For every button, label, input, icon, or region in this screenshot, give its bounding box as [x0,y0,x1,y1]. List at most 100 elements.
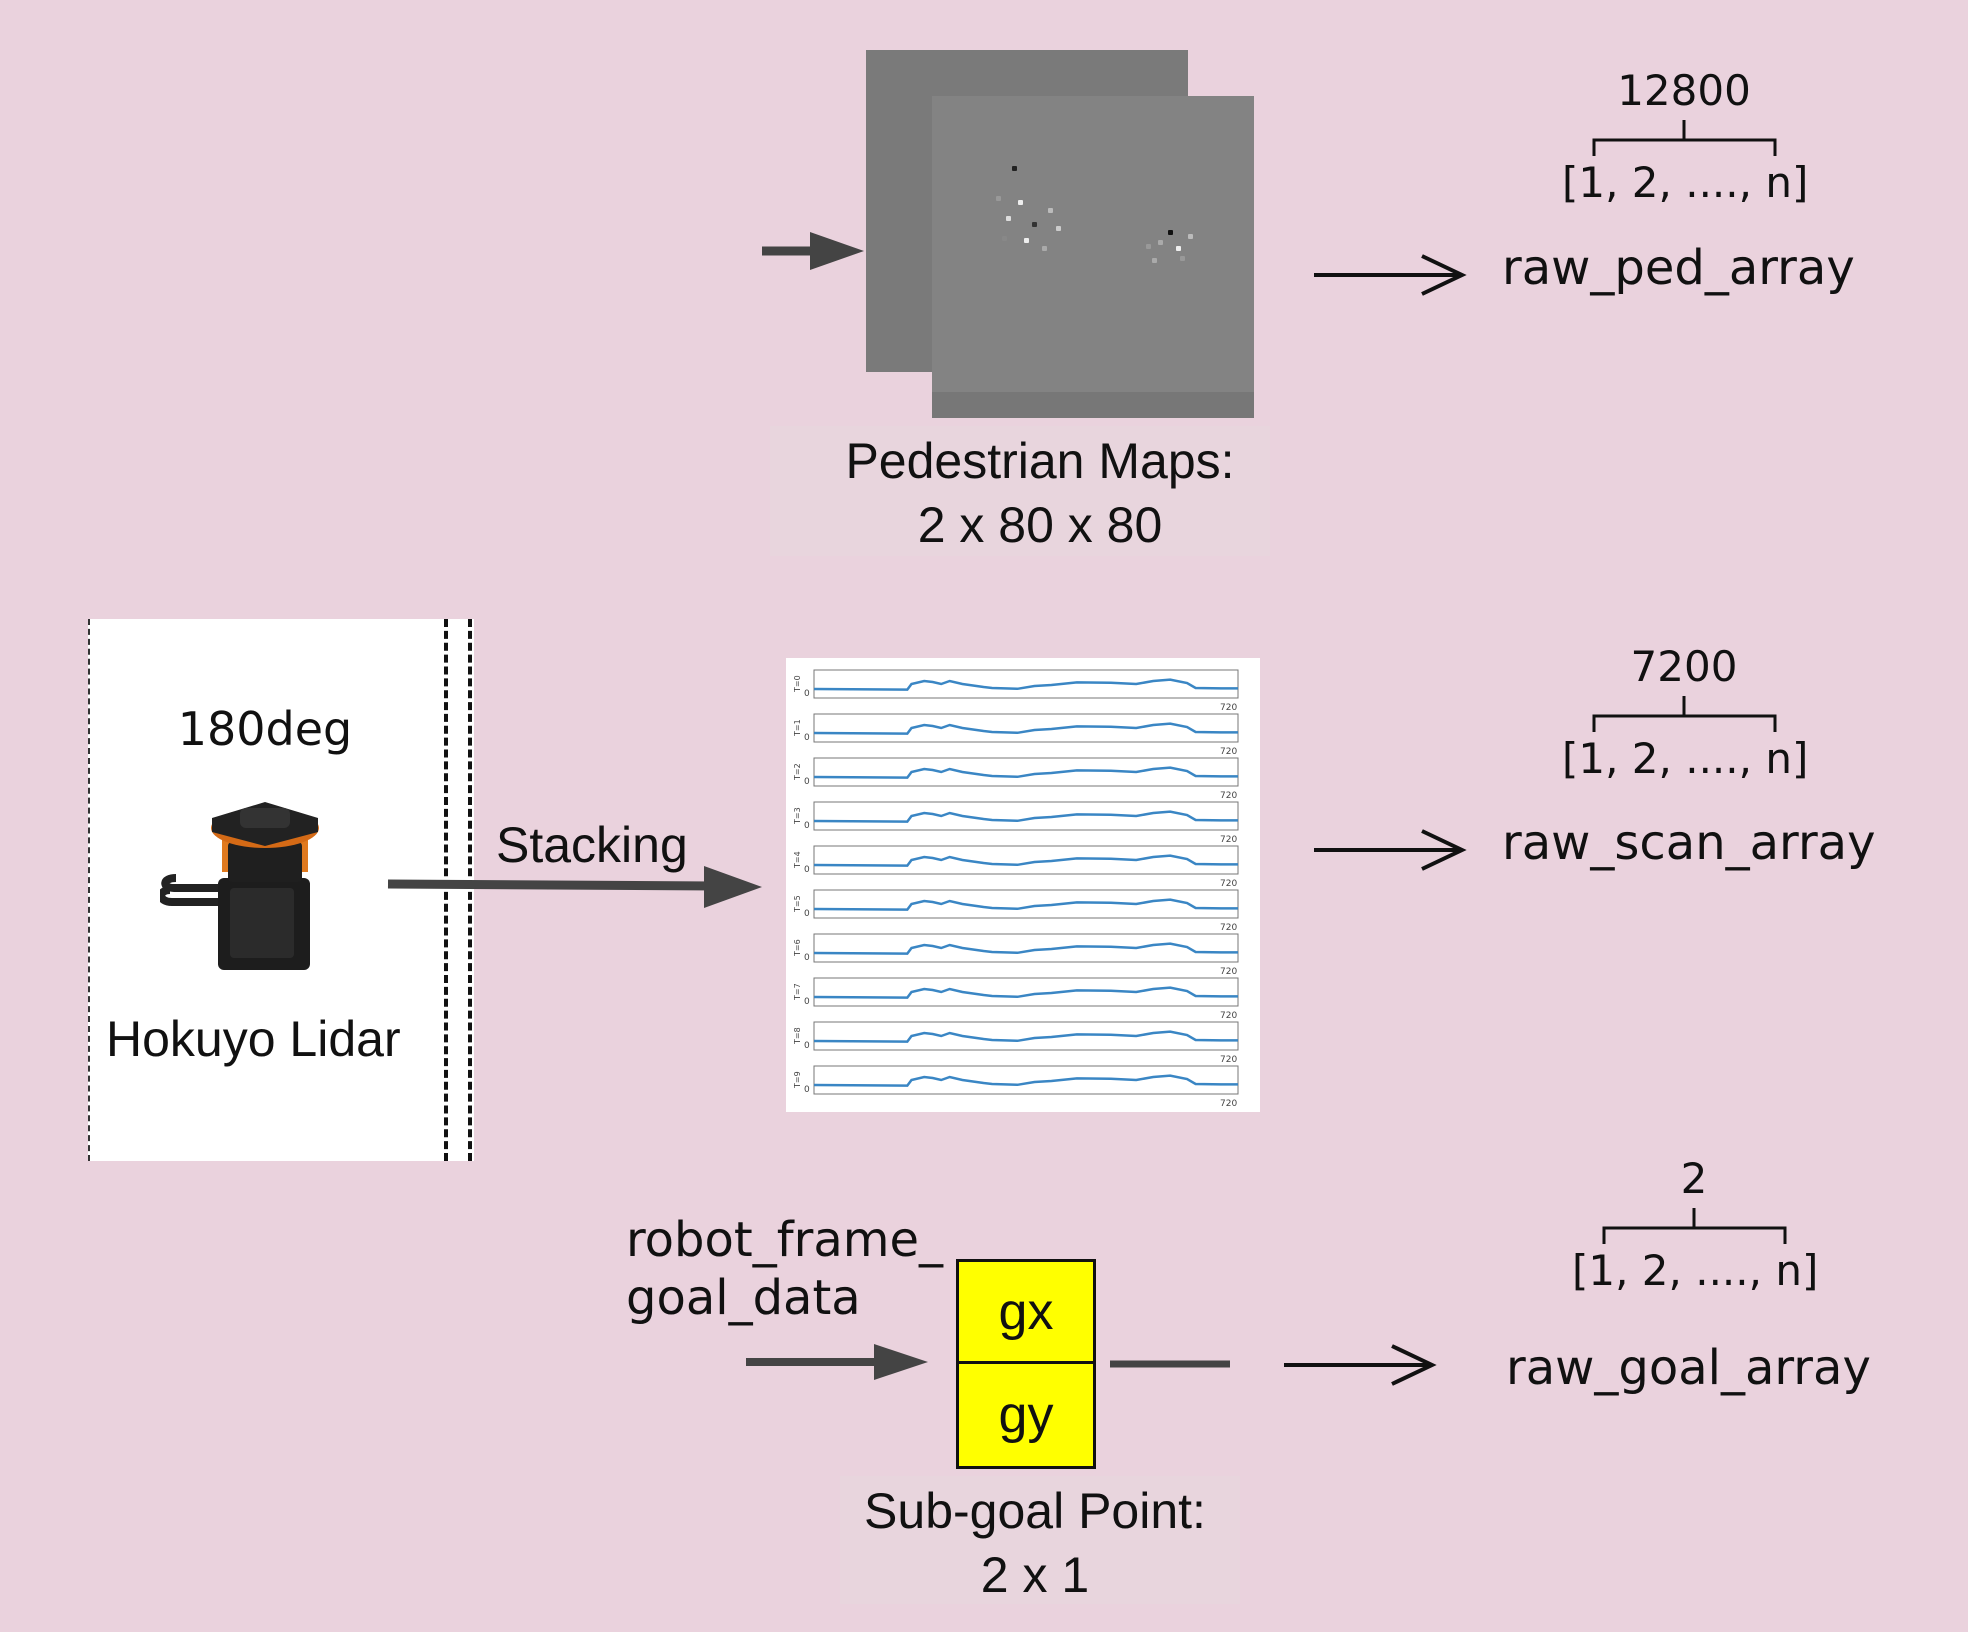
scan-row-label: T=0 [793,675,802,693]
scan-row: T=40 720 [793,845,1239,889]
scan-row-x-end: 720 [1220,1011,1237,1021]
map-speckle [1042,246,1047,251]
lidar-device-image [160,802,319,970]
scan-row-line [813,678,1238,691]
pedestrian-caption-title: Pedestrian Maps: [845,433,1235,489]
scan-row-frame [813,757,1239,787]
scan-row: T=30 720 [793,801,1239,845]
scan-row-x-start: 0 [804,997,810,1007]
scan-row-label: T=6 [793,939,802,957]
map-speckle [1056,226,1061,231]
lidar-angle-label: 180deg [177,702,353,756]
scan-row-x-start: 0 [804,865,810,875]
lidar-panel-border-outer [468,619,472,1161]
scan-row: T=20 720 [793,757,1239,801]
scan-row-label: T=5 [793,895,802,913]
pedestrian-map-front-edge [932,392,1254,418]
scan-range: [1, 2, ...., n] [1562,734,1809,783]
ped-output-arrow [1314,254,1467,296]
scan-row: T=00 720 [793,669,1239,713]
map-speckle [996,196,1001,201]
scan-row-x-start: 0 [804,821,810,831]
stacking-label: Stacking [496,817,688,873]
scan-row-label: T=1 [793,719,802,737]
scan-row-line [813,810,1238,823]
scan-row-x-end: 720 [1220,835,1237,845]
scan-brace [1592,696,1777,732]
scan-row-label: T=7 [793,983,802,1001]
scan-row-line [813,1030,1238,1043]
map-speckle [1188,234,1193,239]
goal-caption-size: 2 x 1 [980,1547,1090,1603]
goal-brace [1602,1208,1787,1244]
goal-range: [1, 2, ...., n] [1572,1246,1819,1295]
scan-row-x-start: 0 [804,777,810,787]
scan-row-line [813,854,1238,867]
map-speckle [1012,166,1017,171]
goal-output-line [1110,1360,1230,1368]
scan-row: T=80 720 [793,1021,1239,1065]
scan-row-frame [813,801,1239,831]
scan-row-label: T=3 [793,807,802,825]
scan-plot: T=00720T=10720T=20720T=30720T=40720T=507… [793,669,1239,1109]
map-speckle [1032,222,1037,227]
map-speckle [1146,244,1151,249]
map-speckle [1018,200,1023,205]
map-speckle [1176,246,1181,251]
sub-goal-box: gx gy [956,1259,1096,1469]
raw-ped-array-label: raw_ped_array [1502,240,1855,296]
goal-cell-gy: gy [998,1386,1054,1444]
map-speckle [1002,236,1007,241]
goal-count: 2 [1680,1154,1708,1203]
goal-input-label-line1: robot_frame_ [626,1212,944,1268]
scan-row-x-end: 720 [1220,967,1237,977]
goal-cell-gx: gx [959,1262,1093,1364]
scan-row-label: T=2 [793,763,802,781]
scan-row-label: T=8 [793,1027,802,1045]
ped-range: [1, 2, ...., n] [1562,158,1809,207]
lidar-panel-border [444,619,448,1161]
goal-output-arrow [1284,1344,1437,1386]
map-speckle [1048,208,1053,213]
ped-count: 12800 [1617,66,1751,115]
map-speckle [1006,216,1011,221]
scan-row-frame [813,933,1239,963]
scan-row-x-start: 0 [804,689,810,699]
map-speckle [1180,256,1185,261]
lidar-device-label: Hokuyo Lidar [106,1011,401,1067]
stacking-arrow [387,866,762,908]
scan-row-line [813,722,1238,735]
scan-row-x-start: 0 [804,1041,810,1051]
scan-row-line [813,942,1238,955]
scan-row-x-end: 720 [1220,1055,1237,1065]
scan-row-line [813,898,1238,911]
goal-caption-bg [840,1476,1240,1604]
raw-goal-array-label: raw_goal_array [1506,1340,1871,1396]
scan-row-label: T=4 [793,851,802,869]
scan-row: T=60 720 [793,933,1239,977]
pedestrian-caption-size: 2 x 80 x 80 [917,497,1163,553]
scan-row-x-end: 720 [1220,791,1237,801]
scan-row-x-start: 0 [804,953,810,963]
scan-row-frame [813,889,1239,919]
scan-row-label: T=9 [793,1071,802,1089]
pedestrian-caption-bg [770,426,1270,556]
scan-row-line [813,986,1238,999]
scan-row-x-end: 720 [1220,703,1237,713]
scan-row-frame [813,669,1239,699]
goal-caption-title: Sub-goal Point: [864,1483,1206,1539]
map-speckle [1158,240,1163,245]
scan-output-arrow [1314,829,1467,871]
scan-row-line [813,1074,1238,1087]
goal-input-label-line2: goal_data [626,1270,861,1326]
scan-count: 7200 [1630,642,1738,691]
raw-scan-array-label: raw_scan_array [1502,815,1876,871]
scan-row-x-start: 0 [804,733,810,743]
scan-row-line [813,766,1238,779]
scan-row: T=70 720 [793,977,1239,1021]
scan-row-frame [813,1065,1239,1095]
scan-row-x-end: 720 [1220,879,1237,889]
map-input-arrow [762,232,864,270]
